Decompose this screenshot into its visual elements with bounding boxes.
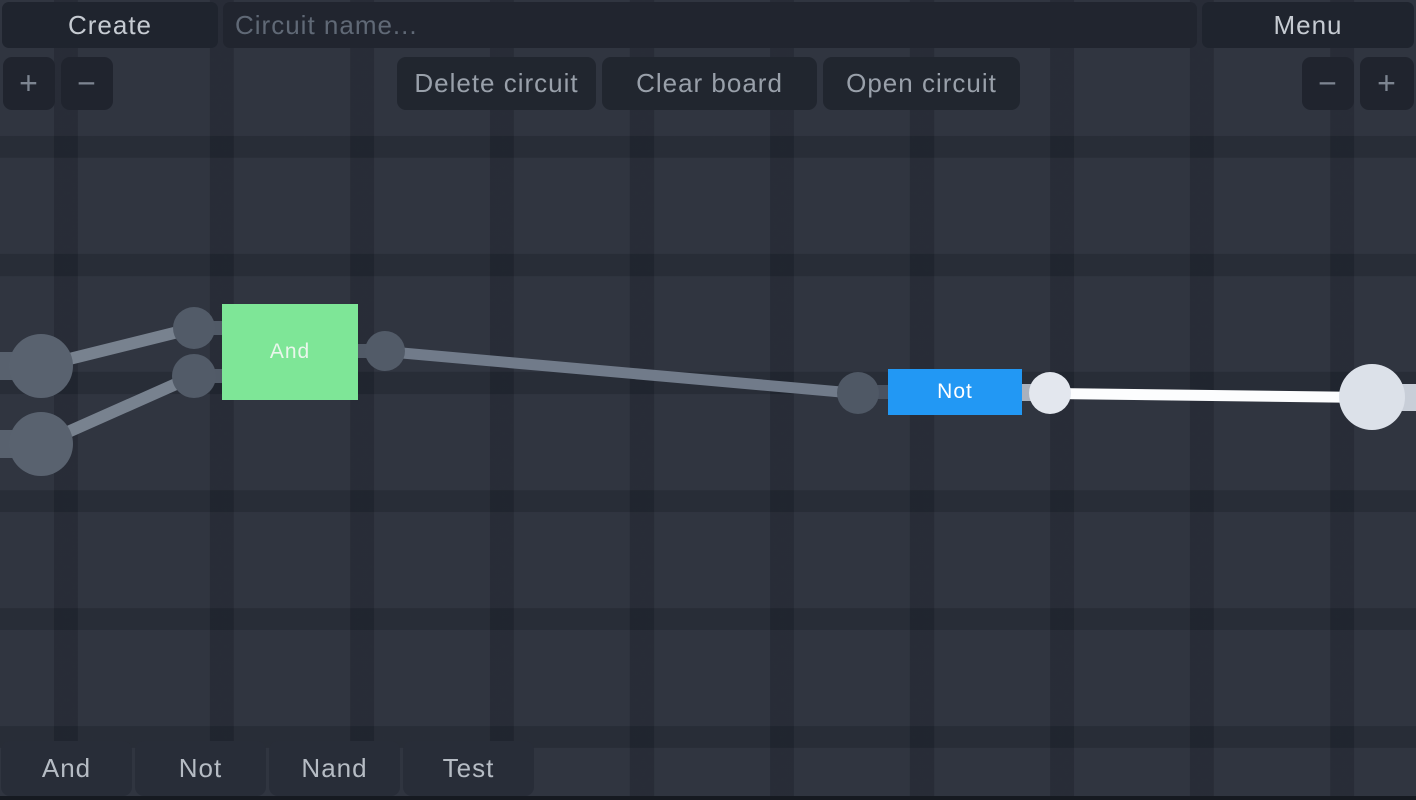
wire-and-to-not bbox=[384, 345, 859, 399]
create-button[interactable]: Create bbox=[2, 2, 218, 48]
palette-item-not[interactable]: Not bbox=[135, 741, 266, 796]
and-gate[interactable]: And bbox=[222, 304, 358, 400]
zoom-out-button-left[interactable]: − bbox=[61, 57, 113, 110]
zoom-in-button-left[interactable]: + bbox=[3, 57, 55, 110]
not-input-port[interactable] bbox=[837, 372, 879, 414]
palette-item-nand[interactable]: Nand bbox=[269, 741, 400, 796]
input-node-b[interactable] bbox=[9, 412, 73, 476]
palette-item-test[interactable]: Test bbox=[403, 741, 534, 796]
not-gate-label: Not bbox=[937, 380, 973, 403]
clear-board-button[interactable]: Clear board bbox=[602, 57, 817, 110]
and-input-port-a[interactable] bbox=[173, 307, 215, 349]
input-node-a[interactable] bbox=[9, 334, 73, 398]
open-circuit-button[interactable]: Open circuit bbox=[823, 57, 1020, 110]
circuit-name-input[interactable] bbox=[223, 2, 1197, 48]
wire-not-to-output bbox=[1049, 387, 1373, 403]
zoom-in-button-right[interactable]: + bbox=[1360, 57, 1414, 110]
zoom-out-button-right[interactable]: − bbox=[1302, 57, 1354, 110]
not-output-port[interactable] bbox=[1029, 372, 1071, 414]
output-node[interactable] bbox=[1339, 364, 1405, 430]
menu-button[interactable]: Menu bbox=[1202, 2, 1414, 48]
delete-circuit-button[interactable]: Delete circuit bbox=[397, 57, 596, 110]
and-input-port-b[interactable] bbox=[172, 354, 216, 398]
palette-item-and[interactable]: And bbox=[1, 741, 132, 796]
bottom-strip bbox=[0, 796, 1416, 800]
and-output-port[interactable] bbox=[365, 331, 405, 371]
not-gate[interactable]: Not bbox=[888, 369, 1022, 415]
and-gate-label: And bbox=[269, 340, 311, 363]
